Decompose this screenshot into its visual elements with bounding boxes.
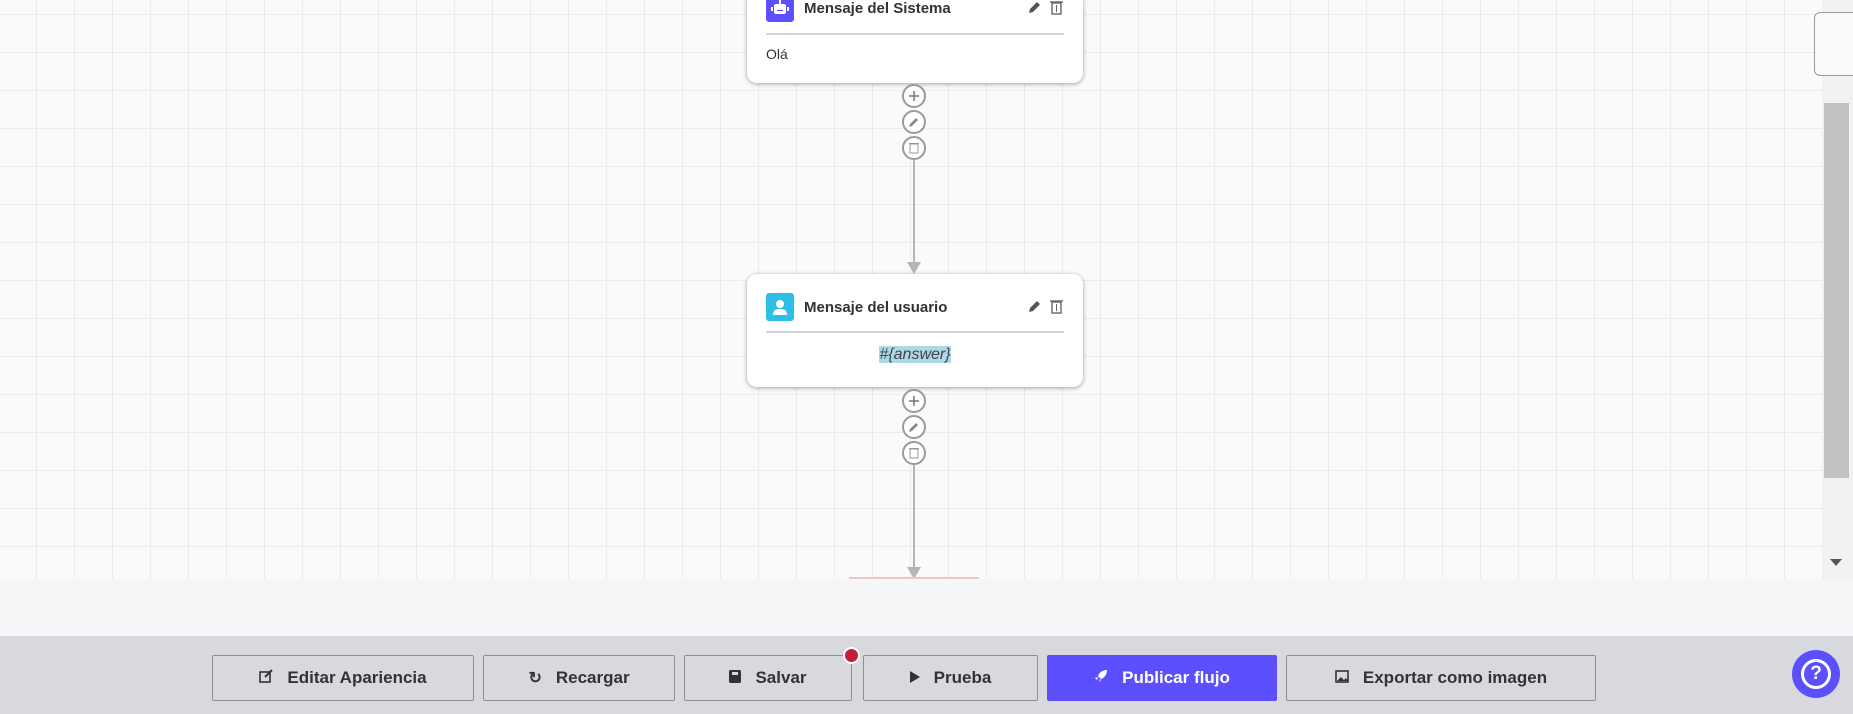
user-icon [766,293,794,321]
connector-arrow [907,567,921,579]
scroll-down-icon[interactable] [1830,559,1842,566]
save-icon [729,668,742,688]
publish-flow-button[interactable]: Publicar flujo [1047,655,1277,701]
button-label: Exportar como imagen [1362,668,1548,687]
pencil-icon[interactable] [1027,0,1042,20]
divider [766,331,1064,333]
node-body: Olá [766,46,788,62]
next-node-edge [849,577,979,579]
button-label: Salvar [755,668,807,687]
delete-connection-button[interactable] [902,136,926,160]
edit-appearance-button[interactable]: Editar Apariencia [212,655,474,701]
help-button[interactable]: ? [1792,650,1840,698]
image-icon [1335,668,1349,688]
add-node-button[interactable] [902,84,926,108]
edit-icon [259,668,274,688]
button-label: Publicar flujo [1122,668,1230,687]
button-label: Editar Apariencia [287,668,427,687]
delete-connection-button[interactable] [902,441,926,465]
refresh-icon: ↻ [528,670,542,687]
edit-connection-button[interactable] [902,110,926,134]
minimap-panel[interactable] [1814,12,1853,76]
connector-line [913,160,915,264]
flow-canvas[interactable]: Mensaje del Sistema Olá Mensaje del usua… [0,0,1822,579]
button-label: Recargar [555,668,630,687]
export-image-button[interactable]: Exportar como imagen [1286,655,1596,701]
divider [766,33,1064,35]
node-body: #{answer} [879,346,951,363]
node-title: Mensaje del usuario [804,299,948,316]
play-icon [909,668,920,688]
add-node-button[interactable] [902,389,926,413]
trash-icon[interactable] [1050,0,1063,20]
connector-line [913,465,915,570]
pencil-icon[interactable] [1027,299,1042,319]
button-label: Prueba [933,668,992,687]
node-user-message[interactable]: Mensaje del usuario #{answer} [747,274,1083,387]
edit-connection-button[interactable] [902,415,926,439]
reload-button[interactable]: ↻ Recargar [483,655,675,701]
node-title: Mensaje del Sistema [804,0,951,17]
rocket-icon [1094,668,1108,688]
save-button[interactable]: Salvar [684,655,852,701]
node-system-message[interactable]: Mensaje del Sistema Olá [747,0,1083,83]
question-icon: ? [1801,659,1831,689]
trash-icon[interactable] [1050,299,1063,319]
test-button[interactable]: Prueba [863,655,1038,701]
scrollbar-thumb[interactable] [1824,103,1849,478]
unsaved-indicator [843,647,860,664]
connector-arrow [907,262,921,274]
robot-icon [766,0,794,22]
